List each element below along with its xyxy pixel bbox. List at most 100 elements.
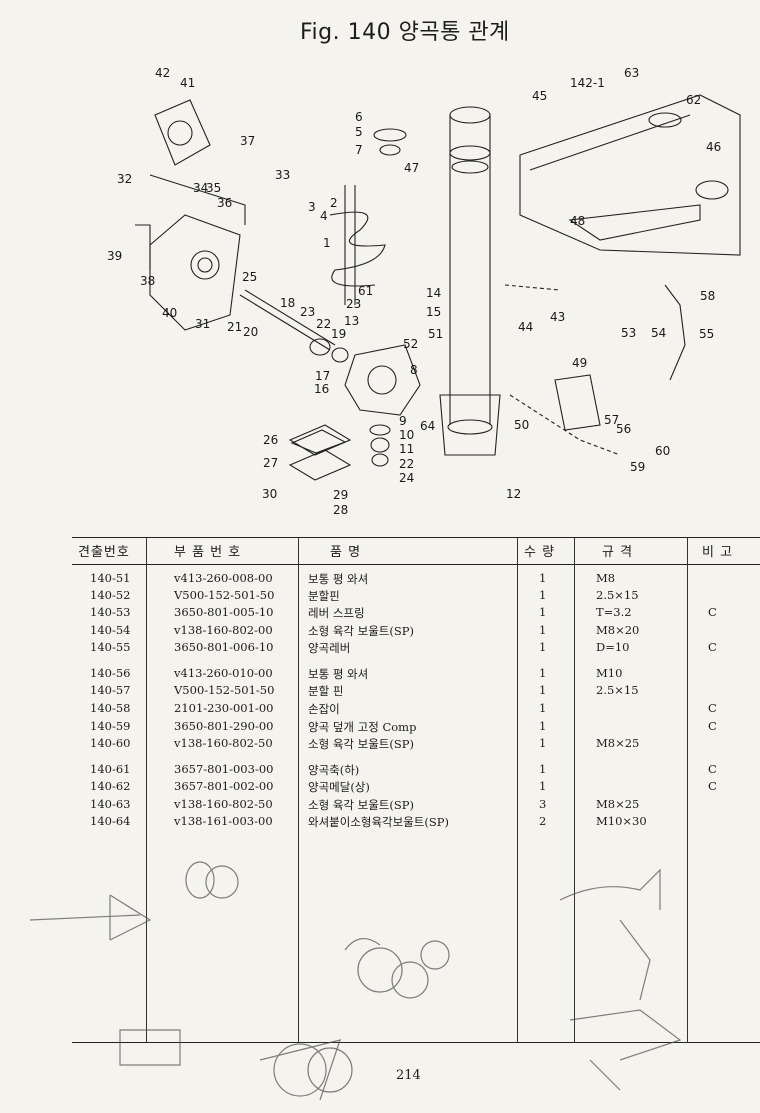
table-row: 140-62 3657-801-002-00 양곡메달(상) 1 C [72, 779, 760, 796]
callout-label: 57 [604, 413, 619, 427]
page-number: 214 [396, 1068, 421, 1083]
part-name: 보통 평 와셔 [308, 572, 369, 586]
part-no: v138-160-802-50 [174, 797, 273, 811]
ref-no: 140-58 [90, 701, 131, 715]
callout-label: 41 [180, 76, 195, 90]
table-row: 140-54 v138-160-802-00 소형 육각 보울트(SP) 1 M… [72, 623, 760, 640]
part-no: 3650-801-005-10 [174, 605, 274, 619]
parts-table: 견출번호 부 품 번 호 품 명 수 량 규 격 비 고 140-51 v413… [72, 537, 760, 1043]
callout-label: 23 [346, 297, 361, 311]
part-name: 양곡메달(상) [308, 780, 370, 794]
callout-label: 12 [506, 487, 521, 501]
quantity: 1 [539, 571, 547, 585]
callout-label: 20 [243, 325, 258, 339]
figure-title: Fig. 140 양곡통 관계 [300, 20, 510, 45]
callout-label: 27 [263, 456, 278, 470]
callout-label: 25 [242, 270, 257, 284]
callout-label: 37 [240, 134, 255, 148]
callout-label: 50 [514, 418, 529, 432]
part-no: v413-260-010-00 [174, 666, 273, 680]
spec: D=10 [596, 640, 630, 654]
table-row: 140-55 3650-801-006-10 양곡레버 1 D=10 C [72, 640, 760, 657]
table-row: 140-59 3650-801-290-00 양곡 덮개 고정 Comp 1 C [72, 719, 760, 736]
callout-label: 49 [572, 356, 587, 370]
callout-label: 142-1 [570, 76, 605, 90]
header-part-name: 품 명 [330, 545, 362, 560]
part-no: 3650-801-006-10 [174, 640, 274, 654]
table-row: 140-51 v413-260-008-00 보통 평 와셔 1 M8 [72, 571, 760, 588]
callout-label: 14 [426, 286, 441, 300]
remark: C [708, 762, 717, 776]
header-quantity: 수 량 [524, 545, 556, 560]
callout-label: 51 [428, 327, 443, 341]
ref-no: 140-62 [90, 779, 131, 793]
part-no: v138-160-802-50 [174, 736, 273, 750]
callout-label: 17 [315, 369, 330, 383]
callout-label: 52 [403, 337, 418, 351]
callout-label: 63 [624, 66, 639, 80]
table-row: 140-58 2101-230-001-00 손잡이 1 C [72, 701, 760, 718]
header-spec: 규 격 [602, 545, 634, 560]
part-name: 양곡 덮개 고정 Comp [308, 720, 417, 734]
part-name: 양곡축(하) [308, 763, 360, 777]
ref-no: 140-59 [90, 719, 131, 733]
spec: 2.5×15 [596, 683, 639, 697]
callout-label: 46 [706, 140, 721, 154]
callout-label: 5 [355, 125, 363, 139]
column-divider [687, 537, 688, 1043]
table-bottom-rule [72, 1042, 760, 1043]
callout-label: 13 [344, 314, 359, 328]
table-row: 140-63 v138-160-802-50 소형 육각 보울트(SP) 3 M… [72, 797, 760, 814]
table-header-rule [72, 564, 760, 565]
callout-label: 45 [532, 89, 547, 103]
callout-label: 4 [320, 209, 328, 223]
table-top-rule [72, 537, 760, 538]
table-row: 140-64 v138-161-003-00 와셔붙이소형육각보울트(SP) 2… [72, 814, 760, 831]
callout-label: 15 [426, 305, 441, 319]
quantity: 3 [539, 797, 547, 811]
callout-label: 55 [699, 327, 714, 341]
column-divider [517, 537, 518, 1043]
quantity: 1 [539, 779, 547, 793]
callout-label: 32 [117, 172, 132, 186]
part-no: V500-152-501-50 [174, 588, 275, 602]
quantity: 1 [539, 701, 547, 715]
callout-label: 22 [399, 457, 414, 471]
part-name: 양곡레버 [308, 641, 351, 655]
callout-label: 60 [655, 444, 670, 458]
part-name: 소형 육각 보울트(SP) [308, 737, 414, 751]
ref-no: 140-53 [90, 605, 131, 619]
quantity: 1 [539, 719, 547, 733]
callout-label: 36 [217, 196, 232, 210]
quantity: 1 [539, 640, 547, 654]
part-name: 레버 스프링 [308, 606, 365, 620]
callout-label: 43 [550, 310, 565, 324]
callout-label: 23 [300, 305, 315, 319]
callout-label: 31 [195, 317, 210, 331]
callout-label: 16 [314, 382, 329, 396]
table-row: 140-57 V500-152-501-50 분할 핀 1 2.5×15 [72, 683, 760, 700]
part-name: 손잡이 [308, 702, 340, 716]
part-name: 분할 핀 [308, 684, 344, 698]
callout-label: 29 [333, 488, 348, 502]
callout-label: 24 [399, 471, 414, 485]
header-ref-no: 견출번호 [78, 545, 130, 560]
ref-no: 140-57 [90, 683, 131, 697]
part-name: 보통 평 와셔 [308, 667, 369, 681]
remark: C [708, 701, 717, 715]
quantity: 2 [539, 814, 547, 828]
header-remarks: 비 고 [702, 545, 734, 560]
callout-label: 59 [630, 460, 645, 474]
callout-label: 9 [399, 414, 407, 428]
callout-label: 42 [155, 66, 170, 80]
part-no: 2101-230-001-00 [174, 701, 274, 715]
ref-no: 140-51 [90, 571, 131, 585]
callout-label: 58 [700, 289, 715, 303]
callout-label: 56 [616, 422, 631, 436]
callout-label: 48 [570, 214, 585, 228]
header-part-no: 부 품 번 호 [174, 545, 242, 560]
callout-label: 62 [686, 93, 701, 107]
callout-label: 8 [410, 363, 418, 377]
callout-label: 11 [399, 442, 414, 456]
callout-label: 10 [399, 428, 414, 442]
